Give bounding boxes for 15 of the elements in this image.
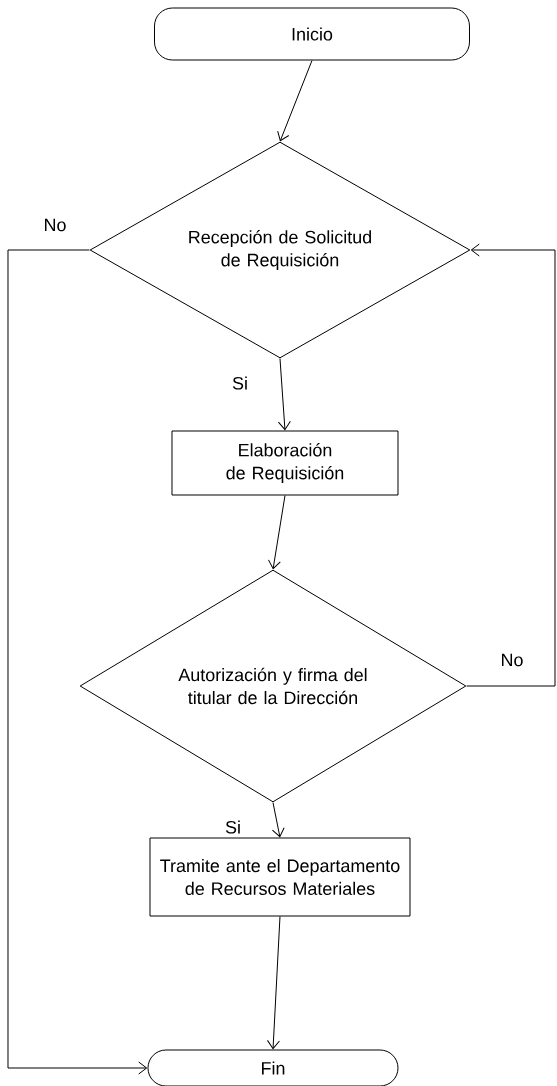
- arrow: [271, 802, 285, 838]
- terminal-box: Inicio: [154, 7, 470, 61]
- terminal-box: Fin: [147, 1049, 399, 1086]
- edge-label: No: [499, 652, 525, 668]
- arrow: [466, 243, 556, 687]
- edge-label: Si: [224, 819, 242, 835]
- process-box: Tramite ante el Departamento de Recursos Materiales: [149, 837, 411, 917]
- process-box: Elaboración de Requisición: [171, 430, 399, 496]
- arrow: [267, 916, 281, 1050]
- arrow: [268, 495, 286, 570]
- arrow: [7, 249, 148, 1075]
- edge-label: Si: [231, 375, 249, 391]
- arrow: [277, 358, 291, 431]
- edge-label: No: [42, 217, 68, 233]
- arrow: [277, 60, 313, 142]
